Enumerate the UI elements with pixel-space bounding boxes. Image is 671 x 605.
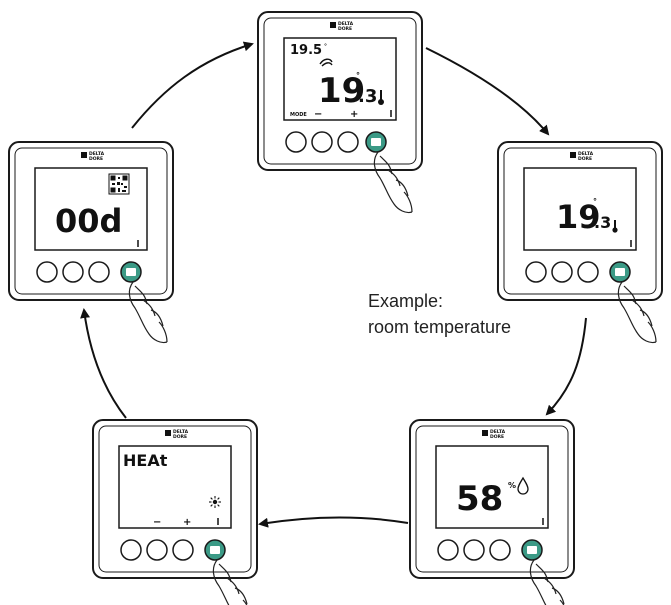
caption-line1: Example:	[368, 291, 444, 311]
mode-text: HEAt	[123, 451, 168, 470]
brand-line2: DORE	[578, 156, 592, 162]
mode-button-icon	[371, 138, 381, 146]
brand-logo: DELTA DORE	[330, 21, 354, 32]
button-2[interactable]	[62, 261, 84, 283]
brand-line1: DELTA	[89, 151, 105, 157]
mode-button-icon	[615, 268, 625, 276]
mode-button-icon	[126, 268, 136, 276]
button-3[interactable]	[489, 539, 511, 561]
humidity-unit: %	[508, 481, 516, 490]
arrow-right-to-bottom-right	[545, 317, 587, 416]
temperature-integer: 19	[556, 198, 601, 236]
mode-label: MODE	[290, 112, 307, 118]
arrow-top-to-right	[425, 47, 550, 136]
arrow-left-to-top	[131, 41, 254, 129]
temperature-integer: 19	[318, 71, 365, 111]
thermostat-top: DELTA DORE 19.5 ° 19 .3 ° MODE − +	[257, 11, 423, 214]
thermostat-bottom-right: DELTA DORE 58 %	[409, 419, 575, 605]
button-3[interactable]	[337, 131, 359, 153]
button-1[interactable]	[285, 131, 307, 153]
brand-logo: DELTA DORE	[81, 151, 105, 162]
sun-icon	[209, 496, 221, 508]
plus-sign: +	[350, 109, 358, 120]
flame-icon	[319, 58, 333, 67]
setpoint-value: 19.5	[290, 43, 322, 58]
thermostat-left: DELTA DORE 00d	[8, 141, 174, 344]
lcd-screen	[523, 167, 637, 251]
counter-value: 00d	[55, 202, 122, 240]
brand-line2: DORE	[173, 434, 187, 440]
button-3[interactable]	[88, 261, 110, 283]
arrow-bottom-left-to-left	[80, 308, 127, 419]
brand-logo: DELTA DORE	[165, 429, 189, 440]
mode-button-icon	[527, 546, 537, 554]
button-2[interactable]	[146, 539, 168, 561]
button-2[interactable]	[551, 261, 573, 283]
lcd-screen	[435, 445, 549, 529]
brand-line1: DELTA	[578, 151, 594, 157]
caption-line2: room temperature	[368, 317, 512, 337]
example-caption: Example: room temperature	[368, 288, 511, 340]
brand-line2: DORE	[89, 156, 103, 162]
button-1[interactable]	[120, 539, 142, 561]
setpoint-degree: °	[324, 43, 327, 50]
plus-sign: +	[183, 517, 191, 528]
temperature-decimal: .3	[594, 213, 611, 232]
brand-logo: DELTA DORE	[482, 429, 506, 440]
button-3[interactable]	[172, 539, 194, 561]
brand-line1: DELTA	[490, 429, 506, 435]
temperature-degree: °	[593, 197, 597, 206]
brand-line1: DELTA	[338, 21, 354, 27]
button-1[interactable]	[36, 261, 58, 283]
thermostat-bottom-left: DELTA DORE HEAt − +	[92, 419, 258, 605]
minus-sign: −	[153, 517, 161, 528]
minus-sign: −	[314, 109, 322, 120]
temperature-decimal: .3	[358, 86, 377, 107]
lcd-screen	[118, 445, 232, 529]
brand-line2: DORE	[338, 26, 352, 32]
brand-logo: DELTA DORE	[570, 151, 594, 162]
thermostat-right: DELTA DORE 19 .3 °	[497, 141, 663, 344]
lcd-screen	[283, 37, 397, 121]
button-1[interactable]	[437, 539, 459, 561]
thermometer-icon	[612, 220, 618, 233]
button-2[interactable]	[463, 539, 485, 561]
mode-button-icon	[210, 546, 220, 554]
button-3[interactable]	[577, 261, 599, 283]
humidity-value: 58	[456, 479, 503, 519]
brand-line2: DORE	[490, 434, 504, 440]
temperature-degree: °	[356, 71, 360, 80]
qr-code-icon	[108, 173, 130, 195]
thermometer-icon	[378, 90, 384, 105]
button-1[interactable]	[525, 261, 547, 283]
arrow-bottom-right-to-bottom-left	[258, 516, 409, 528]
brand-line1: DELTA	[173, 429, 189, 435]
droplet-icon	[517, 476, 529, 495]
button-2[interactable]	[311, 131, 333, 153]
cycle-arrows	[80, 41, 587, 528]
